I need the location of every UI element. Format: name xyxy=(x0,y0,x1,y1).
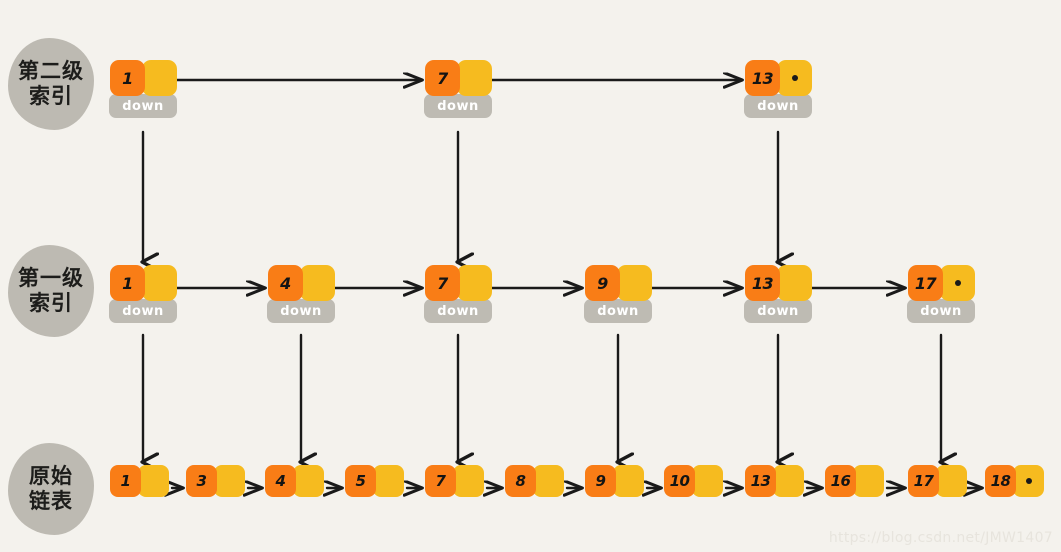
node-level-1-index-1: 1 xyxy=(110,265,177,301)
node-level-1-index-13: 13 xyxy=(745,265,812,301)
down-badge-level-2-index-7: down xyxy=(424,94,492,118)
node-next-pointer xyxy=(142,265,177,301)
node-next-pointer xyxy=(533,465,564,497)
node-next-pointer xyxy=(300,265,335,301)
row-label-level-1-index: 第一级 索引 xyxy=(8,245,94,337)
node-original-linked-list-9: 9 xyxy=(585,465,644,497)
node-null-pointer xyxy=(1013,465,1044,497)
node-value: 7 xyxy=(425,60,460,96)
node-next-pointer xyxy=(373,465,404,497)
node-value: 9 xyxy=(585,465,616,497)
node-value: 8 xyxy=(505,465,536,497)
down-badge-level-1-index-7: down xyxy=(424,299,492,323)
node-level-2-index-7: 7 xyxy=(425,60,492,96)
row-label-level-2-index: 第二级 索引 xyxy=(8,38,94,130)
down-badge-level-2-index-13: down xyxy=(744,94,812,118)
node-value: 13 xyxy=(745,465,776,497)
node-next-pointer xyxy=(853,465,884,497)
node-value: 5 xyxy=(345,465,376,497)
node-value: 18 xyxy=(985,465,1016,497)
null-dot-icon xyxy=(954,280,961,286)
node-value: 4 xyxy=(265,465,296,497)
node-original-linked-list-5: 5 xyxy=(345,465,404,497)
watermark: https://blog.csdn.net/JMW1407 xyxy=(828,530,1053,546)
node-value: 1 xyxy=(110,265,145,301)
node-next-pointer xyxy=(453,465,484,497)
row-label-original-line2: 链表 xyxy=(29,489,73,513)
node-null-pointer xyxy=(940,265,975,301)
node-level-2-index-13: 13 xyxy=(745,60,812,96)
node-next-pointer xyxy=(777,265,812,301)
node-level-1-index-17: 17 xyxy=(908,265,975,301)
down-badge-level-2-index-1: down xyxy=(109,94,177,118)
node-level-1-index-4: 4 xyxy=(268,265,335,301)
node-next-pointer xyxy=(617,265,652,301)
down-badge-level-1-index-4: down xyxy=(267,299,335,323)
node-level-1-index-9: 9 xyxy=(585,265,652,301)
node-original-linked-list-13: 13 xyxy=(745,465,804,497)
node-next-pointer xyxy=(293,465,324,497)
row-label-original-line1: 原始 xyxy=(29,464,73,489)
down-badge-level-1-index-17: down xyxy=(907,299,975,323)
node-value: 16 xyxy=(825,465,856,497)
row-label-original-list: 原始 链表 xyxy=(8,443,94,535)
row-label-level-2-line2: 索引 xyxy=(29,84,73,108)
node-original-linked-list-10: 10 xyxy=(664,465,723,497)
null-dot-icon xyxy=(1025,478,1032,484)
node-original-linked-list-3: 3 xyxy=(186,465,245,497)
node-next-pointer xyxy=(457,60,492,96)
node-value: 13 xyxy=(745,265,780,301)
node-original-linked-list-4: 4 xyxy=(265,465,324,497)
node-original-linked-list-8: 8 xyxy=(505,465,564,497)
row-label-level-2-line1: 第二级 xyxy=(18,59,84,84)
node-next-pointer xyxy=(457,265,492,301)
down-badge-level-1-index-1: down xyxy=(109,299,177,323)
row-label-level-1-line1: 第一级 xyxy=(18,266,84,291)
node-next-pointer xyxy=(936,465,967,497)
node-value: 17 xyxy=(908,465,939,497)
node-value: 7 xyxy=(425,465,456,497)
null-dot-icon xyxy=(791,75,798,81)
node-next-pointer xyxy=(773,465,804,497)
row-label-level-1-line2: 索引 xyxy=(29,291,73,315)
node-value: 1 xyxy=(110,465,141,497)
down-badge-level-1-index-13: down xyxy=(744,299,812,323)
node-value: 4 xyxy=(268,265,303,301)
node-next-pointer xyxy=(138,465,169,497)
node-value: 9 xyxy=(585,265,620,301)
node-next-pointer xyxy=(692,465,723,497)
node-value: 3 xyxy=(186,465,217,497)
node-next-pointer xyxy=(613,465,644,497)
node-level-2-index-1: 1 xyxy=(110,60,177,96)
node-null-pointer xyxy=(777,60,812,96)
node-original-linked-list-18: 18 xyxy=(985,465,1044,497)
node-value: 17 xyxy=(908,265,943,301)
node-value: 1 xyxy=(110,60,145,96)
node-value: 7 xyxy=(425,265,460,301)
node-next-pointer xyxy=(142,60,177,96)
node-level-1-index-7: 7 xyxy=(425,265,492,301)
node-value: 13 xyxy=(745,60,780,96)
node-original-linked-list-7: 7 xyxy=(425,465,484,497)
node-value: 10 xyxy=(664,465,695,497)
down-badge-level-1-index-9: down xyxy=(584,299,652,323)
node-original-linked-list-17: 17 xyxy=(908,465,967,497)
node-next-pointer xyxy=(214,465,245,497)
node-original-linked-list-1: 1 xyxy=(110,465,169,497)
node-original-linked-list-16: 16 xyxy=(825,465,884,497)
